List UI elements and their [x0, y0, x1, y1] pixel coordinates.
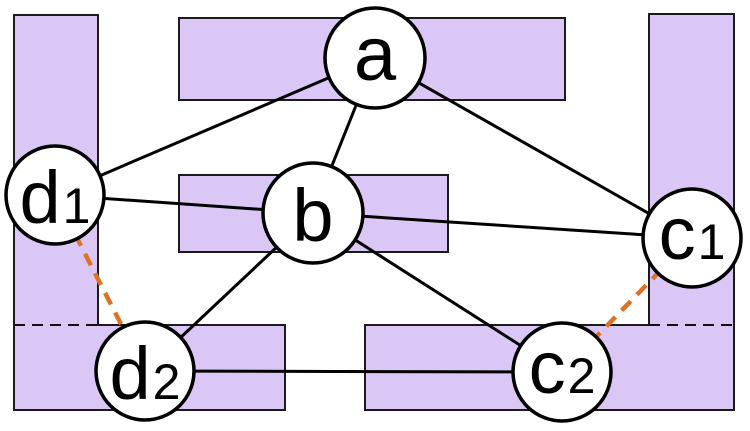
- region-left-l-shape: [13, 14, 286, 411]
- node-c1-subscript: 1: [698, 214, 726, 270]
- node-c2: c2: [511, 321, 613, 423]
- node-c1: c1: [641, 187, 743, 289]
- node-d2: d2: [94, 320, 196, 422]
- node-b: b: [261, 161, 365, 265]
- edge-a-c1: [374, 56, 693, 240]
- node-d2-letter: d: [110, 332, 151, 415]
- node-c1-circle: [641, 187, 743, 289]
- node-b-circle: [261, 161, 365, 265]
- node-d1-subscript: 1: [63, 178, 91, 234]
- node-c1-label: c1: [659, 192, 726, 275]
- node-d1: d1: [4, 144, 106, 246]
- node-c2-letter: c: [529, 326, 566, 409]
- node-d1-letter: d: [20, 156, 61, 239]
- node-d2-circle: [94, 320, 196, 422]
- node-d1-circle: [4, 144, 106, 246]
- node-c2-circle: [511, 321, 613, 423]
- node-d2-label: d2: [110, 332, 181, 415]
- edge-b-c1: [312, 211, 693, 240]
- edge-a-d1: [54, 56, 376, 197]
- node-a-circle: [323, 6, 427, 110]
- node-c2-label: c2: [529, 326, 596, 409]
- edge-d2-c2: [144, 369, 563, 374]
- node-c2-subscript: 2: [568, 348, 596, 404]
- node-d1-label: d1: [20, 156, 91, 239]
- node-a-label: a: [354, 12, 397, 97]
- node-d2-subscript: 2: [153, 354, 181, 410]
- node-a: a: [323, 6, 427, 110]
- node-c1-letter: c: [659, 192, 696, 275]
- node-b-label: b: [292, 174, 333, 257]
